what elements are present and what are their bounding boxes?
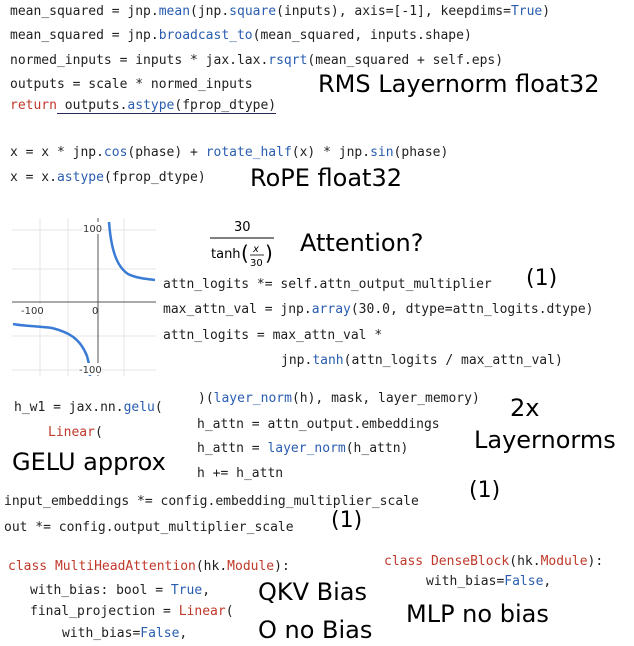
norms-line-2: h_attn = attn_output.embeddings <box>197 417 440 432</box>
mha-line-3: final_projection = Linear( <box>30 604 234 619</box>
gelu-line-2: Linear( <box>48 425 103 440</box>
norms-line-3: h_attn = layer_norm(h_attn) <box>197 441 409 456</box>
attention-multiplier-note: (1) <box>526 266 558 291</box>
rope-line-2: x = x.astype(fprop_dtype) <box>10 170 206 185</box>
svg-text:tanh: tanh <box>211 247 241 262</box>
tanh-graph: 100 -100 0 -100 <box>12 218 156 376</box>
dense-line-1: class DenseBlock(hk.Module): <box>384 554 604 569</box>
mult-note-2: (1) <box>331 508 363 533</box>
graph-x-zero-label: 0 <box>92 306 98 317</box>
mult-line-2: out *= config.output_multiplier_scale <box>4 520 294 535</box>
mult-line-1: input_embeddings *= config.embedding_mul… <box>4 494 419 509</box>
o-no-bias-label: O no Bias <box>258 616 373 644</box>
rms-line-4: outputs = scale * normed_inputs <box>10 77 253 92</box>
rms-layernorm-label: RMS Layernorm float32 <box>318 70 600 98</box>
dense-line-2: with_bias=False, <box>426 574 552 589</box>
qkv-bias-label: QKV Bias <box>258 578 368 606</box>
graph-x-left-label: -100 <box>21 306 44 317</box>
mlp-no-bias-label: MLP no bias <box>406 600 549 628</box>
rope-line-1: x = x * jnp.cos(phase) + rotate_half(x) … <box>10 145 449 160</box>
gelu-line-1: h_w1 = jax.nn.gelu( <box>14 400 163 415</box>
attention-line-4: jnp.tanh(attn_logits / max_attn_val) <box>281 353 563 368</box>
graph-y-top-label: 100 <box>83 224 102 235</box>
layernorms-count-label: 2x <box>510 394 540 422</box>
attention-line-2: max_attn_val = jnp.array(30.0, dtype=att… <box>163 302 594 317</box>
svg-text:): ) <box>265 241 273 265</box>
svg-text:(: ( <box>241 241 249 265</box>
graph-grid <box>12 218 156 376</box>
rms-line-1: mean_squared = jnp.mean(jnp.square(input… <box>10 4 551 19</box>
attention-line-3: attn_logits = max_attn_val * <box>163 328 383 343</box>
svg-text:x: x <box>252 244 259 255</box>
tanh-formula: 30 tanh ( x 30 ) <box>210 220 274 269</box>
mha-line-2: with_bias: bool = True, <box>30 583 211 598</box>
norms-line-4: h += h_attn <box>197 466 284 481</box>
norms-line-1: )(layer_norm(h), mask, layer_memory) <box>198 391 480 406</box>
graph-y-bottom-label: -100 <box>79 365 102 376</box>
attention-line-1: attn_logits *= self.attn_output_multipli… <box>163 277 492 292</box>
rms-line-2: mean_squared = jnp.broadcast_to(mean_squ… <box>10 28 472 43</box>
gelu-label: GELU approx <box>12 448 166 476</box>
rms-line-3: normed_inputs = inputs * jax.lax.rsqrt(m… <box>10 53 504 68</box>
mult-note-1: (1) <box>469 478 501 503</box>
graph-curve-right <box>107 221 156 282</box>
mha-line-4: with_bias=False, <box>62 626 188 641</box>
mha-line-1: class MultiHeadAttention(hk.Module): <box>8 559 290 574</box>
layernorms-label: Layernorms <box>474 426 616 454</box>
rms-line-5: return outputs.astype(fprop_dtype) <box>10 98 277 114</box>
svg-text:30: 30 <box>234 220 251 235</box>
attention-label: Attention? <box>300 229 424 257</box>
rope-label: RoPE float32 <box>250 164 403 192</box>
svg-text:30: 30 <box>250 258 263 269</box>
